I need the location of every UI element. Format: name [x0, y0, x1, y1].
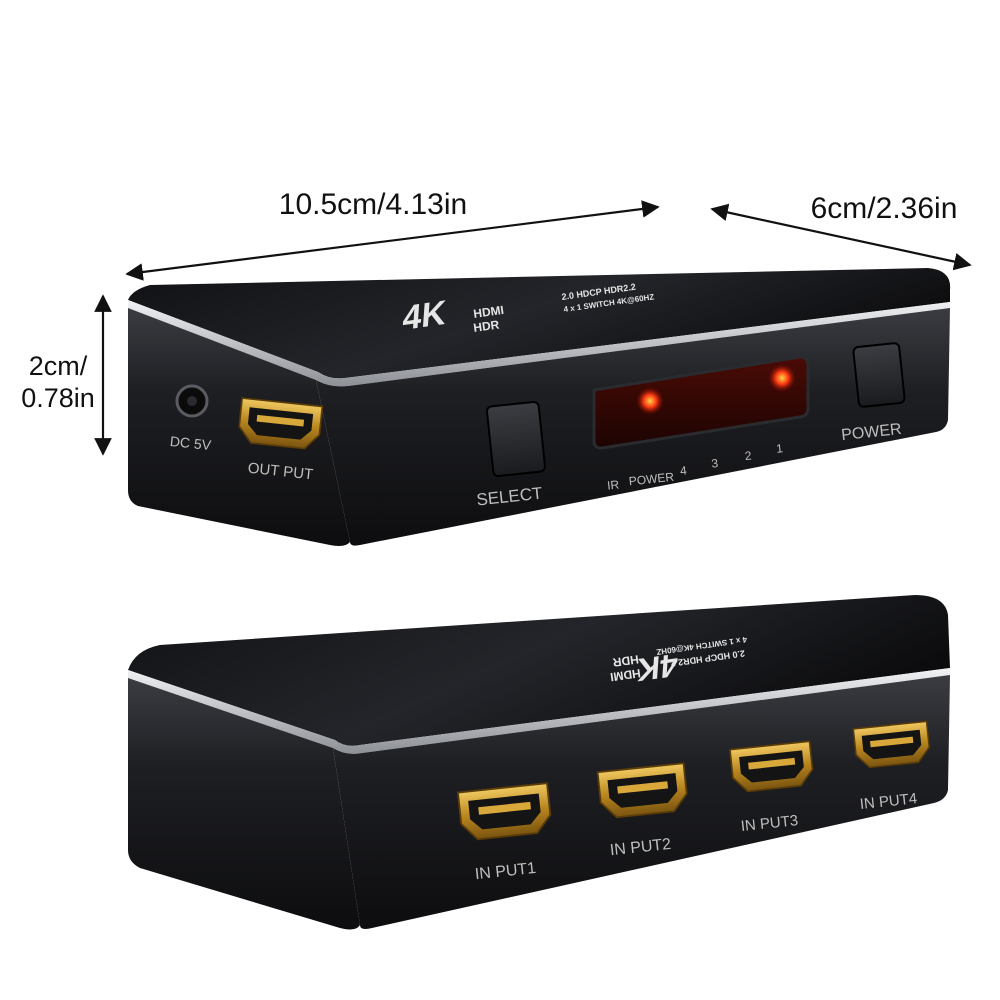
- height-label-line2: 0.78in: [21, 383, 95, 413]
- front-unit-top-surface: [128, 268, 951, 379]
- back-logo-hdmi: HDMI: [609, 666, 641, 684]
- power-label: POWER: [841, 421, 903, 444]
- dc-jack-pin: [187, 396, 197, 406]
- indicator-label-2: 2: [744, 448, 752, 463]
- input-label-2: IN PUT2: [609, 836, 672, 859]
- indicator-label-4: 4: [679, 463, 687, 478]
- led-input-1: [768, 364, 796, 392]
- input-hdmi-port-1: [456, 782, 554, 842]
- dimension-length: 10.5cm/4.13in: [125, 188, 660, 281]
- front-logo-hdmi: HDMI: [472, 303, 504, 321]
- front-unit: 4K HDMI HDR 2.0 HDCP HDR2.2 4 x 1 SWITCH…: [128, 268, 951, 546]
- led-indicator-panel: [592, 355, 810, 450]
- dc-label: DC 5V: [169, 433, 212, 453]
- indicator-label-ir: IR: [606, 477, 620, 492]
- select-button[interactable]: [485, 400, 547, 478]
- dimension-height: 2cm/ 0.78in: [21, 294, 112, 456]
- length-label: 10.5cm/4.13in: [279, 188, 467, 221]
- output-label: OUT PUT: [247, 460, 314, 484]
- indicator-labels: IR POWER 4 3 2 1: [606, 441, 784, 493]
- back-logo-4k: 4K: [635, 646, 679, 688]
- back-unit-top-surface: [128, 595, 950, 746]
- power-button[interactable]: [852, 342, 906, 408]
- indicator-label-1: 1: [776, 441, 784, 456]
- indicator-label-3: 3: [711, 456, 719, 471]
- input-label-3: IN PUT3: [740, 812, 799, 835]
- back-unit-left-side: [128, 678, 360, 930]
- input-label-4: IN PUT4: [859, 790, 918, 813]
- front-logo-4k: 4K: [401, 294, 447, 338]
- led-power: [636, 387, 664, 415]
- input-hdmi-port-4: [852, 720, 932, 770]
- indicator-label-power: POWER: [628, 470, 675, 489]
- back-logo-hdr: HDR: [612, 652, 640, 670]
- dimension-width: 6cm/2.36in: [710, 192, 972, 271]
- width-label: 6cm/2.36in: [811, 192, 958, 225]
- output-hdmi-port: [236, 397, 324, 451]
- back-unit: 4K HDMI HDR 2.0 HDCP HDR2.2 4 x 1 SWITCH…: [128, 595, 950, 930]
- input-hdmi-port-2: [596, 762, 690, 820]
- input-label-1: IN PUT1: [474, 860, 537, 883]
- input-hdmi-port-3: [729, 740, 815, 794]
- front-logo-hdr: HDR: [472, 317, 500, 335]
- height-label-line1: 2cm/: [29, 351, 88, 381]
